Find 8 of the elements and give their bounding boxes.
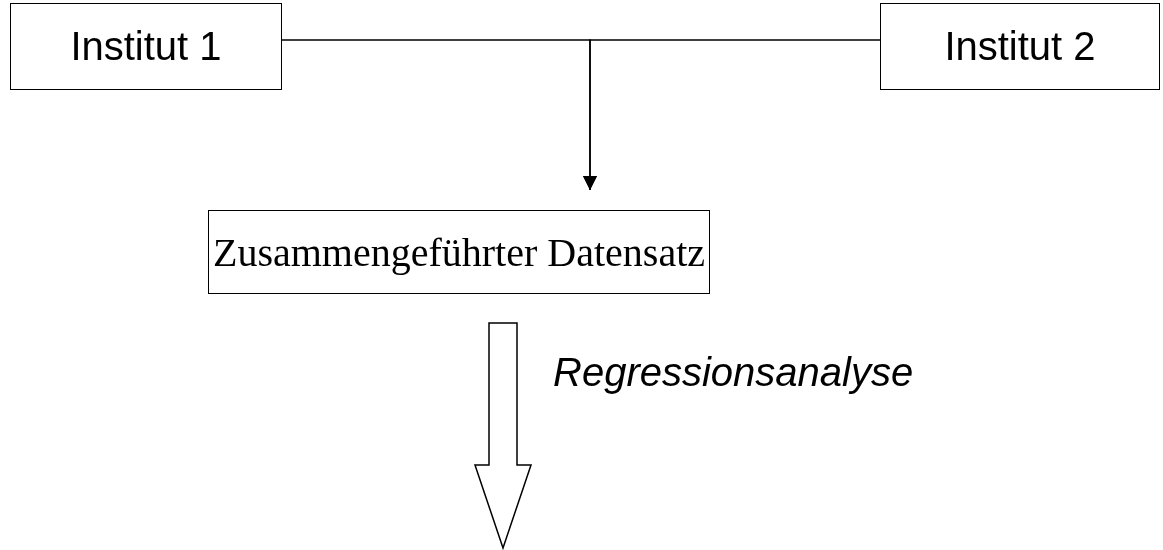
- node-label: Zusammengeführter Datensatz: [213, 228, 705, 276]
- process-box: [10, 3, 282, 90]
- connector-arrow: [583, 39, 881, 191]
- process-box: [880, 3, 1160, 90]
- node-label: Institut 2: [944, 24, 1096, 69]
- process-box: [208, 210, 710, 294]
- block-arrow: [473, 322, 533, 550]
- node-label: Institut 1: [70, 24, 222, 69]
